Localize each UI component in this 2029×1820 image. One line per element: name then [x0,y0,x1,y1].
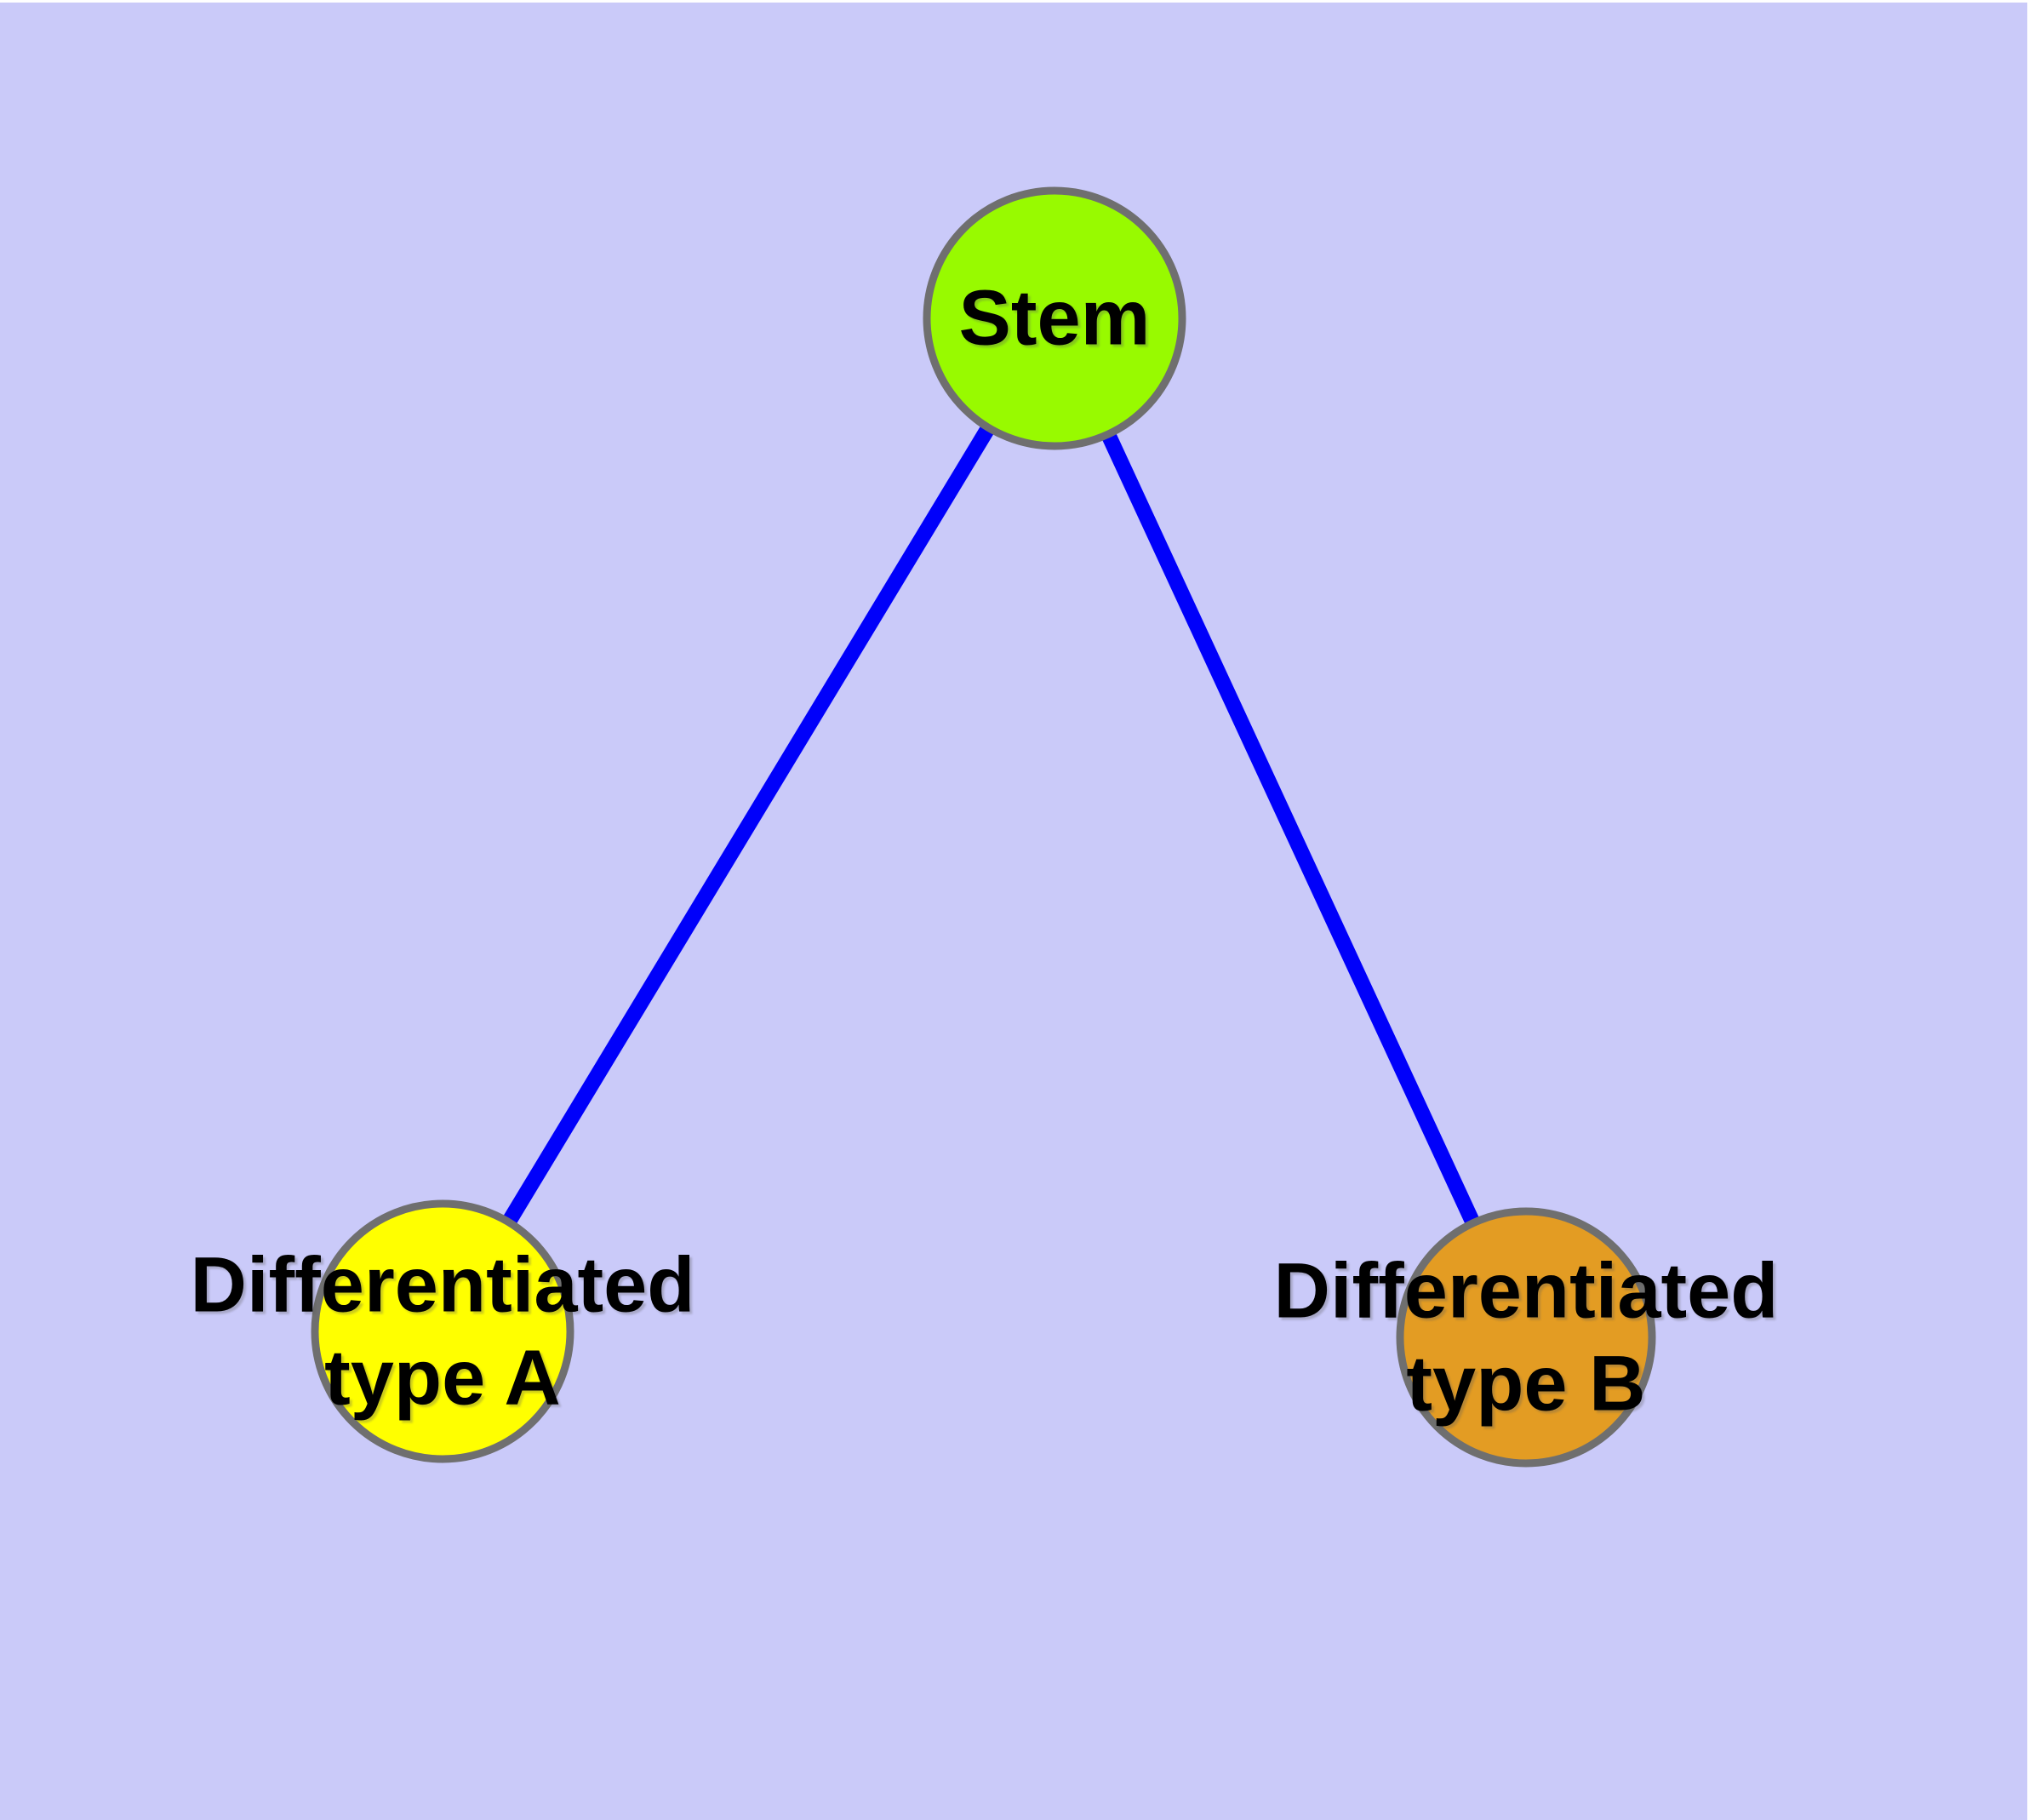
node-differentiated-type-b [1396,1207,1656,1468]
edge-stem-to-type-b [1047,315,1534,1341]
edge-stem-to-type-a [436,314,1061,1336]
node-stem [923,186,1186,450]
node-differentiated-type-a [311,1199,574,1463]
